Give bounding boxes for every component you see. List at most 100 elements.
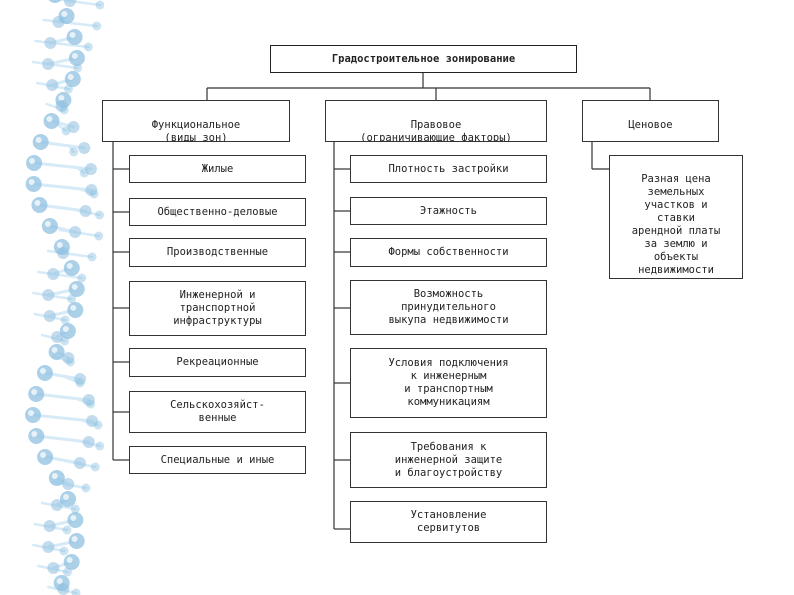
dna-node: [44, 37, 57, 49]
dna-node: [69, 226, 82, 238]
dna-rung: [46, 249, 94, 259]
dna-node: [62, 478, 75, 490]
dna-highlight: [46, 116, 53, 122]
dna-node: [74, 373, 87, 385]
dna-node: [63, 84, 73, 94]
dna-highlight: [51, 473, 58, 479]
zone-type-label: Инженерной и транспортной инфраструктуры: [173, 289, 262, 327]
dna-node: [79, 168, 89, 178]
dna-node: [95, 210, 105, 220]
price-factor-box: Разная цена земельных участков и ставки …: [609, 155, 743, 279]
dna-highlight: [28, 410, 35, 416]
legal-factor-label: Плотность застройки: [388, 162, 509, 175]
legal-factor-box: Плотность застройки: [350, 155, 547, 183]
dna-highlight: [63, 494, 70, 500]
legal-factor-label: Условия подключения к инженерным и транс…: [388, 357, 509, 408]
dna-node: [78, 142, 91, 154]
dna-highlight: [39, 368, 46, 374]
dna-highlight: [31, 389, 38, 395]
zone-type-label: Жилые: [201, 162, 234, 175]
dna-node: [43, 310, 56, 322]
dna-node: [82, 436, 95, 448]
dna-node: [57, 583, 70, 595]
dna-highlight: [69, 32, 76, 38]
legal-factor-box: Установление сервитутов: [350, 501, 547, 543]
dna-highlight: [70, 305, 77, 311]
zone-type-box: Рекреационные: [129, 348, 306, 377]
root-label: Градостроительное зонирование: [331, 52, 516, 65]
zone-type-box: Жилые: [129, 155, 306, 183]
dna-node: [84, 163, 97, 175]
dna-node: [73, 457, 86, 469]
dna-highlight: [66, 557, 73, 563]
dna-highlight: [29, 158, 36, 164]
dna-node: [77, 273, 87, 283]
dna-node: [64, 0, 76, 7]
col-header-price: Ценовое: [582, 100, 719, 142]
dna-node: [65, 357, 75, 367]
dna-node: [59, 105, 69, 115]
dna-node: [62, 352, 75, 364]
dna-node: [89, 189, 99, 199]
dna-highlight: [71, 284, 78, 290]
dna-node: [79, 205, 92, 217]
dna-highlight: [61, 11, 68, 17]
dna-node: [85, 415, 98, 427]
dna-highlight: [71, 53, 78, 59]
dna-node: [59, 546, 69, 556]
dna-highlight: [44, 221, 51, 227]
legal-factor-label: Установление сервитутов: [410, 509, 487, 534]
dna-node: [71, 588, 81, 595]
dna-rung: [31, 60, 79, 70]
dna-node: [55, 100, 68, 112]
dna-node: [62, 567, 72, 577]
dna-node: [42, 58, 55, 70]
dna-node: [87, 252, 97, 262]
dna-node: [73, 63, 83, 73]
dna-node: [47, 562, 60, 574]
dna-rung: [57, 123, 68, 133]
dna-highlight: [66, 263, 73, 269]
legal-factor-box: Требования к инженерной защите и благоус…: [350, 432, 547, 488]
dna-node: [92, 21, 102, 31]
legal-factor-label: Возможность принудительного выкупа недви…: [388, 288, 509, 326]
dna-rung: [36, 270, 84, 280]
legal-factor-box: Возможность принудительного выкупа недви…: [350, 280, 547, 335]
dna-highlight: [51, 347, 58, 353]
dna-node: [95, 0, 105, 10]
dna-node: [94, 231, 104, 241]
legal-factor-box: Формы собственности: [350, 238, 547, 267]
zone-type-label: Специальные и иные: [160, 453, 275, 466]
dna-node: [52, 16, 65, 28]
dna-node: [95, 441, 105, 451]
dna-node: [60, 315, 70, 325]
dna-highlight: [35, 137, 42, 143]
dna-node: [93, 420, 103, 430]
dna-highlight: [31, 431, 38, 437]
zone-type-label: Рекреационные: [176, 356, 259, 368]
dna-highlight: [56, 242, 63, 248]
dna-highlight: [62, 326, 69, 332]
dna-highlight: [56, 578, 63, 584]
dna-node: [42, 289, 55, 301]
dna-node: [70, 504, 80, 514]
dna-node: [60, 336, 70, 346]
dna-rung: [68, 144, 75, 154]
zone-type-box: Специальные и иные: [129, 446, 306, 474]
dna-rung: [74, 165, 86, 175]
dna-highlight: [71, 536, 78, 542]
col-header-functional: Функциональное (виды зон): [102, 100, 290, 142]
dna-highlight: [34, 200, 41, 206]
dna-node: [85, 184, 98, 196]
dna-node: [48, 0, 62, 3]
dna-highlight: [28, 179, 35, 185]
col-header-label: Правовое (ограничивающие факторы): [360, 119, 512, 142]
dna-node: [67, 294, 77, 304]
dna-node: [57, 247, 70, 259]
zone-type-label: Общественно-деловые: [157, 205, 278, 218]
legal-factor-box: Этажность: [350, 197, 547, 225]
dna-rung: [34, 39, 90, 49]
dna-node: [86, 399, 96, 409]
dna-node: [67, 121, 80, 133]
